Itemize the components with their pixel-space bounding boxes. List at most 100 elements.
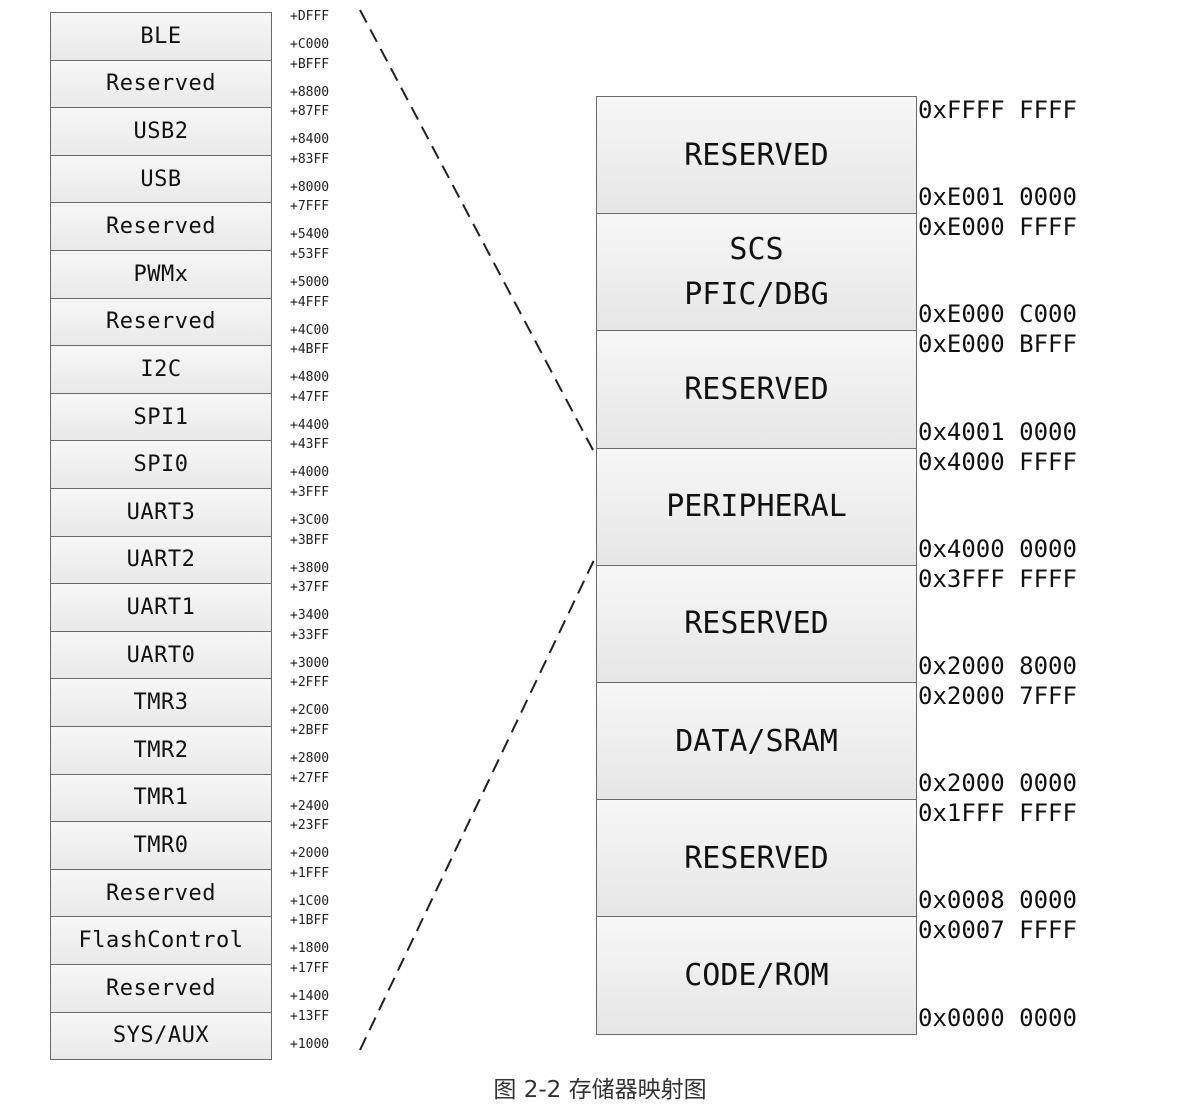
peripheral-offset-top: +4FFF (290, 294, 330, 310)
peripheral-offset-bottom: +3C00 (290, 513, 330, 528)
memory-region-top-address: 0x4000 FFFF (918, 447, 1077, 476)
peripheral-offset-top: +DFFF (290, 9, 330, 24)
peripheral-block: Reserved (50, 202, 272, 251)
memory-region: RESERVED (596, 799, 917, 918)
figure-caption: 图 2-2 存储器映射图 (493, 1077, 707, 1103)
peripheral-offset-top: +87FF (290, 104, 330, 120)
peripheral-offset-top: +27FF (290, 770, 330, 786)
peripheral-offset-top: +3FFF (290, 485, 330, 500)
memory-region-bottom-address: 0x4001 0000 (918, 417, 1077, 446)
peripheral-offset-bottom: +8400 (290, 132, 330, 148)
memory-region-top-address: 0x0007 FFFF (918, 916, 1077, 945)
peripheral-offset-top: +13FF (290, 1008, 330, 1024)
peripheral-offset-bottom: +1C00 (290, 893, 330, 909)
peripheral-block: USB2 (50, 107, 272, 156)
memory-region-top-address: 0xE000 BFFF (918, 330, 1077, 359)
peripheral-offset-top: +43FF (290, 437, 330, 453)
peripheral-offset-top: +1BFF (290, 913, 330, 929)
memory-region-label: RESERVED (684, 606, 829, 642)
memory-region-top-address: 0xE000 FFFF (918, 213, 1077, 242)
memory-region-bottom-address: 0x0008 0000 (918, 886, 1077, 915)
memory-region: RESERVED (596, 564, 917, 683)
peripheral-offset-bottom: +1400 (290, 989, 330, 1004)
peripheral-offset-top: +7FFF (290, 199, 330, 215)
memory-region-top-address: 0x1FFF FFFF (918, 799, 1077, 828)
peripheral-offset-bottom: +3800 (290, 560, 330, 576)
peripheral-offset-bottom: +4000 (290, 465, 330, 481)
peripheral-block: Reserved (50, 964, 272, 1013)
peripheral-offset-bottom: +2400 (290, 798, 330, 814)
peripheral-block: PWMx (50, 250, 272, 299)
peripheral-offset-top: +1FFF (290, 865, 330, 881)
peripheral-offset-top: +37FF (290, 580, 330, 596)
peripheral-block: FlashControl (50, 916, 272, 965)
peripheral-offset-bottom: +C000 (290, 37, 330, 52)
peripheral-offset-bottom: +4C00 (290, 322, 330, 338)
connector-line-bottom (359, 559, 595, 1051)
memory-region-label: RESERVED (684, 371, 829, 407)
peripheral-offset-bottom: +1800 (290, 941, 330, 957)
memory-region-label: PERIPHERAL (666, 489, 847, 525)
memory-region-bottom-address: 0xE000 C000 (918, 300, 1077, 329)
peripheral-offset-bottom: +2000 (290, 846, 330, 862)
connector-line-top (359, 9, 595, 453)
memory-region-label: RESERVED (684, 840, 829, 876)
peripheral-block: Reserved (50, 297, 272, 347)
peripheral-offset-bottom: +2800 (290, 751, 330, 766)
peripheral-offset-bottom: +5000 (290, 275, 330, 290)
memory-region: RESERVED (596, 330, 917, 449)
peripheral-offset-top: +2FFF (290, 675, 330, 691)
memory-region-bottom-address: 0x2000 8000 (918, 652, 1077, 680)
memory-region-top-address: 0x3FFF FFFF (918, 564, 1077, 593)
memory-region: RESERVED (596, 96, 917, 215)
peripheral-offset-top: +53FF (290, 247, 330, 262)
peripheral-block: SPI0 (50, 440, 272, 489)
memory-region-bottom-address: 0xE001 0000 (918, 183, 1077, 212)
memory-region-top-address: 0xFFFF FFFF (918, 96, 1077, 124)
memory-region-label: RESERVED (684, 137, 829, 173)
peripheral-block: Reserved (50, 59, 272, 109)
peripheral-offset-bottom: +8800 (290, 84, 330, 100)
peripheral-block: I2C (50, 345, 272, 394)
peripheral-block: TMR2 (50, 726, 272, 775)
peripheral-block: TMR1 (50, 773, 272, 823)
peripheral-offset-top: +47FF (290, 389, 330, 405)
peripheral-offset-top: +4BFF (290, 342, 330, 358)
peripheral-offset-top: +BFFF (290, 56, 330, 72)
peripheral-offset-top: +33FF (290, 627, 330, 643)
peripheral-block: Reserved (50, 868, 272, 918)
peripheral-block: USB (50, 154, 272, 204)
peripheral-offset-top: +3BFF (290, 532, 330, 548)
memory-region: CODE/ROM (596, 916, 917, 1035)
memory-region: PERIPHERAL (596, 447, 917, 566)
peripheral-offset-top: +2BFF (290, 723, 330, 738)
peripheral-offset-bottom: +3400 (290, 608, 330, 624)
peripheral-block: BLE (50, 12, 272, 61)
peripheral-offset-bottom: +1000 (290, 1036, 330, 1052)
peripheral-block: UART2 (50, 535, 272, 585)
peripheral-block: SPI1 (50, 392, 272, 442)
peripheral-block: SYS/AUX (50, 1011, 272, 1061)
peripheral-block: UART0 (50, 630, 272, 680)
peripheral-offset-bottom: +3000 (290, 655, 330, 671)
memory-region-top-address: 0x2000 7FFF (918, 682, 1077, 710)
memory-region-label: SCS (729, 232, 784, 268)
memory-region: DATA/SRAM (596, 682, 917, 801)
peripheral-block: UART1 (50, 583, 272, 632)
peripheral-offset-bottom: +4400 (290, 417, 330, 433)
peripheral-offset-bottom: +2C00 (290, 703, 330, 719)
memory-region-bottom-address: 0x2000 0000 (918, 769, 1077, 798)
peripheral-offset-bottom: +5400 (290, 227, 330, 243)
memory-region-label: CODE/ROM (684, 957, 829, 993)
peripheral-block: TMR0 (50, 821, 272, 870)
peripheral-block: UART3 (50, 488, 272, 537)
memory-region-bottom-address: 0x4000 0000 (918, 534, 1077, 563)
memory-region-label: DATA/SRAM (675, 723, 838, 759)
peripheral-offset-top: +83FF (290, 151, 330, 167)
peripheral-block: TMR3 (50, 678, 272, 727)
peripheral-offset-bottom: +4800 (290, 370, 330, 386)
